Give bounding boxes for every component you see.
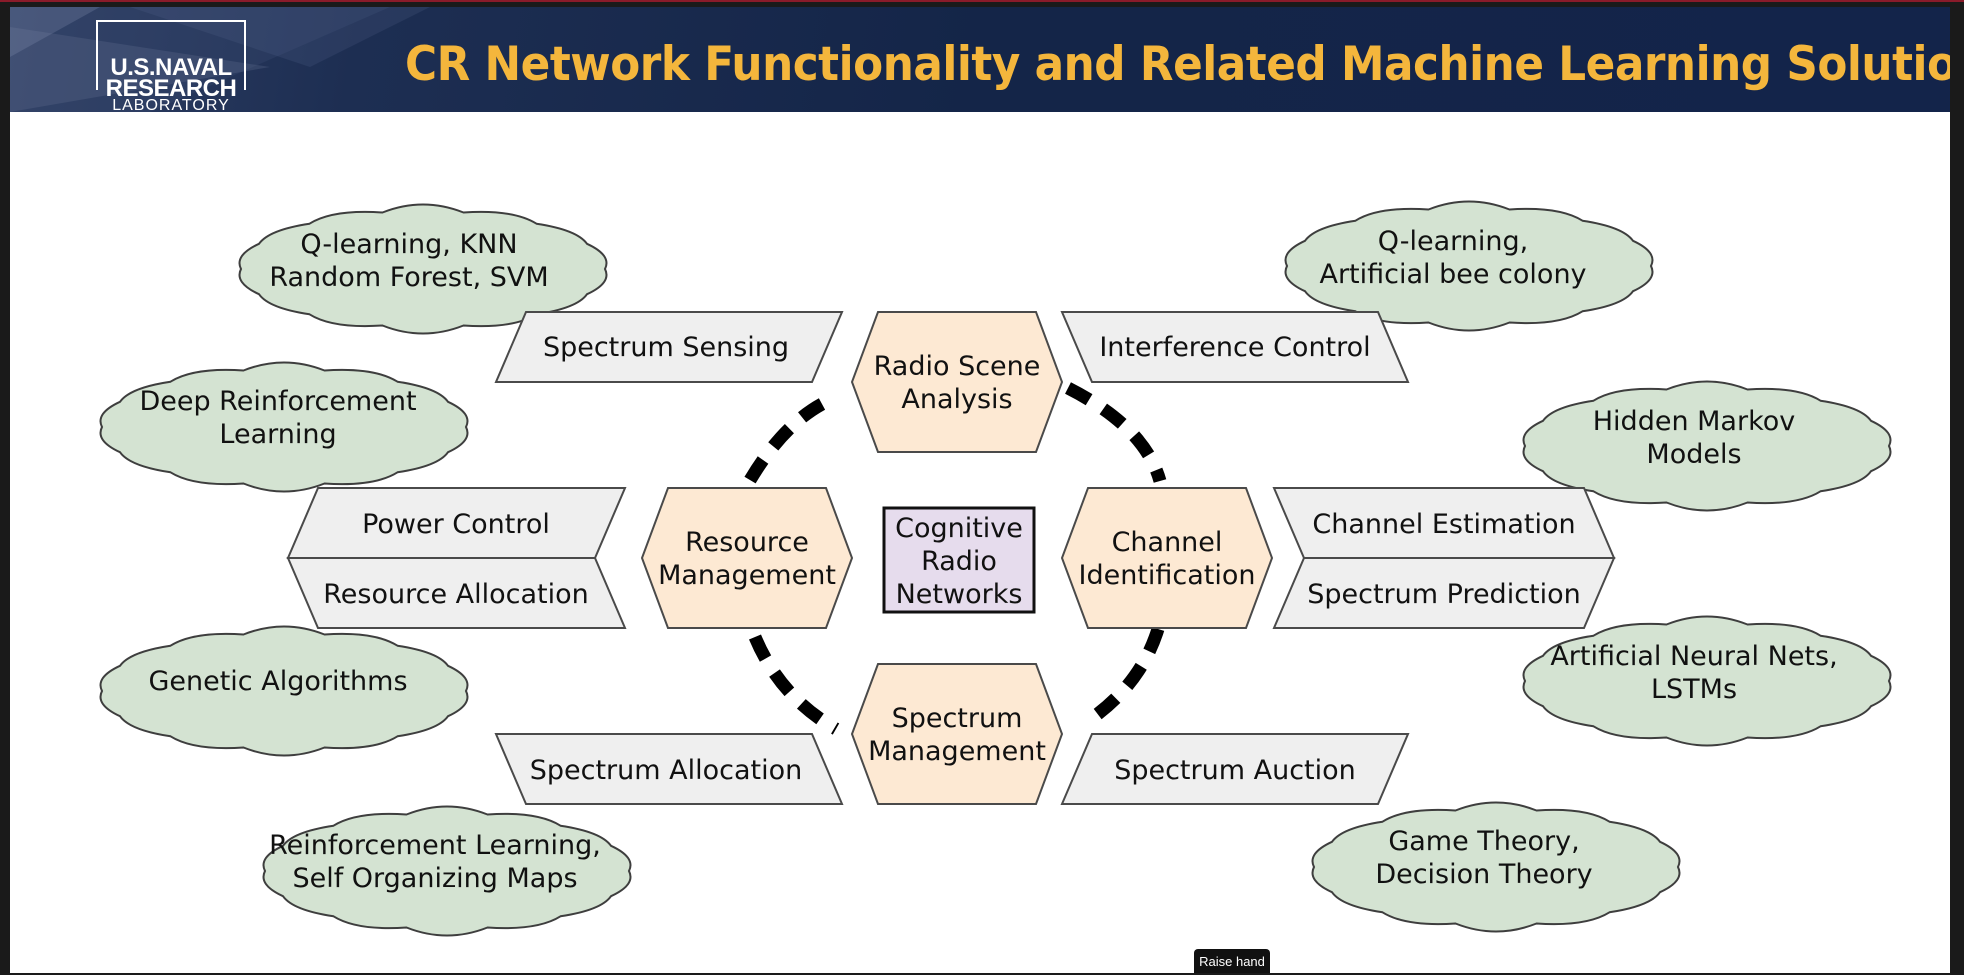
hex-top-line1: Radio Scene	[874, 351, 1041, 382]
cloud-rl-som-line2: Self Organizing Maps	[292, 863, 577, 894]
hex-resource-management	[640, 487, 854, 629]
slide: U.S.NAVAL RESEARCH LABORATORY CR Network…	[10, 7, 1950, 973]
label-channel-estimation: Channel Estimation	[1312, 509, 1575, 540]
cloud-deep-rl-line2: Learning	[219, 419, 336, 450]
hex-bottom-line2: Management	[868, 736, 1046, 767]
box-resource-allocation	[286, 557, 627, 629]
hex-right-line1: Channel	[1112, 527, 1223, 558]
box-spectrum-allocation	[494, 733, 844, 805]
cloud-genetic-shape	[99, 625, 469, 757]
cloud-qlearning-bee-shape	[1284, 200, 1654, 332]
cloud-game-theory-line1: Game Theory,	[1388, 826, 1579, 857]
hex-left-line1: Resource	[685, 527, 809, 558]
cloud-hmm-line2: Models	[1646, 439, 1741, 470]
cloud-qlearning-knn-line1: Q-learning, KNN	[300, 229, 517, 260]
label-spectrum-prediction: Spectrum Prediction	[1307, 579, 1581, 610]
cr-network-diagram: Spectrum Sensing Interference Control Po…	[99, 200, 1892, 937]
solution-clouds	[99, 200, 1892, 937]
box-interference-control	[1060, 311, 1410, 383]
center-line2: Radio	[921, 546, 997, 577]
label-spectrum-allocation: Spectrum Allocation	[530, 755, 803, 786]
hex-top-line2: Analysis	[901, 384, 1012, 415]
cloud-rl-som-shape	[262, 805, 632, 937]
hex-bottom-line1: Spectrum	[892, 703, 1023, 734]
cloud-qlearning-bee-line1: Q-learning,	[1378, 226, 1528, 257]
hex-radio-scene-analysis	[850, 311, 1064, 453]
header-decoration	[10, 7, 430, 112]
logo-text-line3: LABORATORY	[112, 97, 230, 112]
center-box	[882, 506, 1036, 614]
hex-left-line2: Management	[658, 560, 836, 591]
cloud-qlearning-knn-line2: Random Forest, SVM	[269, 262, 548, 293]
box-spectrum-prediction	[1272, 557, 1616, 629]
slide-title: CR Network Functionality and Related Mac…	[405, 37, 1950, 92]
label-spectrum-auction: Spectrum Auction	[1114, 755, 1356, 786]
cloud-qlearning-knn-shape	[238, 203, 608, 335]
label-interference-control: Interference Control	[1099, 332, 1370, 363]
logo-text-line1: U.S.NAVAL	[110, 54, 232, 81]
cloud-deep-rl-line1: Deep Reinforcement	[139, 386, 416, 417]
function-hexagons	[640, 311, 1274, 805]
center-line1: Cognitive	[895, 513, 1023, 544]
nrl-logo-box	[96, 20, 246, 90]
label-spectrum-sensing: Spectrum Sensing	[543, 332, 789, 363]
cloud-hmm-line1: Hidden Markov	[1593, 406, 1796, 437]
center-line3: Networks	[896, 579, 1023, 610]
label-resource-allocation: Resource Allocation	[323, 579, 589, 610]
cloud-ann-lstm-shape	[1522, 615, 1892, 747]
function-boxes	[286, 311, 1616, 805]
cloud-ann-line2: LSTMs	[1651, 674, 1737, 705]
box-spectrum-auction	[1060, 733, 1410, 805]
hex-right-line2: Identification	[1078, 560, 1255, 591]
dashed-ring	[740, 382, 1167, 735]
logo-text-line2: RESEARCH	[105, 75, 237, 102]
label-power-control: Power Control	[362, 509, 550, 540]
cloud-ann-line1: Artificial Neural Nets,	[1550, 641, 1837, 672]
raise-hand-tooltip: Raise hand	[1194, 949, 1270, 973]
cloud-game-theory-shape	[1311, 801, 1681, 933]
hex-channel-identification	[1060, 487, 1274, 629]
window-frame	[0, 0, 1964, 7]
cloud-deep-rl-shape	[99, 361, 469, 493]
solution-labels: Q-learning, KNN Random Forest, SVM Q-lea…	[139, 226, 1837, 894]
box-spectrum-sensing	[494, 311, 844, 383]
cloud-game-theory-line2: Decision Theory	[1375, 859, 1592, 890]
slide-header: U.S.NAVAL RESEARCH LABORATORY CR Network…	[10, 7, 1950, 112]
hex-spectrum-management	[850, 663, 1064, 805]
cloud-hmm-shape	[1522, 380, 1892, 512]
cloud-genetic-line1: Genetic Algorithms	[148, 666, 407, 697]
cloud-qlearning-bee-line2: Artificial bee colony	[1319, 259, 1586, 290]
cloud-rl-som-line1: Reinforcement Learning,	[269, 830, 601, 861]
